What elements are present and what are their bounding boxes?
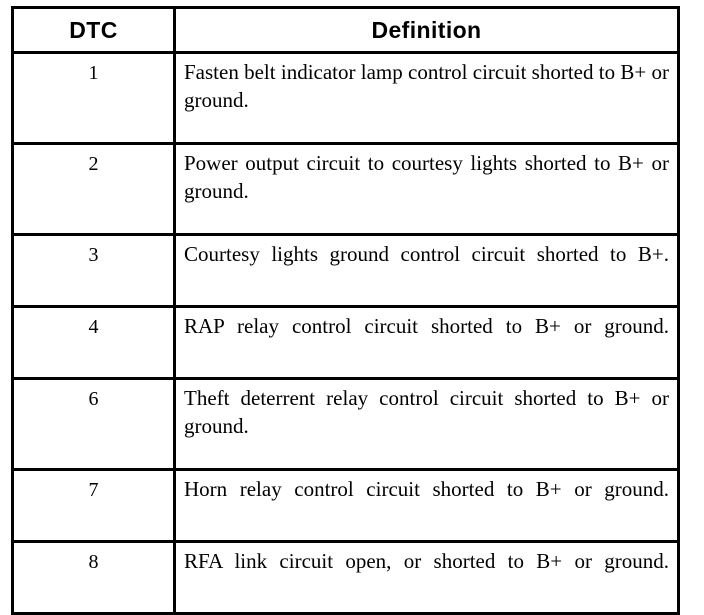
dtc-definition-text: Horn relay control circuit shorted to B+… — [184, 477, 669, 501]
cell-dtc-definition: Horn relay control circuit shorted to B+… — [173, 468, 680, 543]
table-row: 4 RAP relay control circuit shorted to B… — [11, 305, 680, 380]
table-row: 6 Theft deterrent relay control circuit … — [11, 377, 680, 471]
cell-dtc-definition: Power output circuit to courtesy lights … — [173, 142, 680, 236]
cell-dtc-definition: Courtesy lights ground control circuit s… — [173, 233, 680, 308]
cell-dtc-code: 8 — [11, 540, 176, 615]
table-row: 1 Fasten belt indicator lamp control cir… — [11, 51, 680, 145]
dtc-code-value: 8 — [88, 551, 99, 573]
cell-dtc-definition: RFA link circuit open, or shorted to B+ … — [173, 540, 680, 615]
cell-dtc-code: 3 — [11, 233, 176, 308]
dtc-code-value: 2 — [88, 153, 99, 175]
cell-dtc-code: 6 — [11, 377, 176, 471]
table-row: 3 Courtesy lights ground control circuit… — [11, 233, 680, 308]
column-header-dtc: DTC — [11, 6, 176, 54]
table-header: DTC Definition — [11, 6, 680, 54]
column-header-definition: Definition — [173, 6, 680, 54]
dtc-code-value: 7 — [88, 479, 99, 501]
cell-dtc-code: 4 — [11, 305, 176, 380]
dtc-definition-text: RFA link circuit open, or shorted to B+ … — [184, 549, 669, 573]
table-row: 7 Horn relay control circuit shorted to … — [11, 468, 680, 543]
dtc-definition-text: Fasten belt indicator lamp control circu… — [184, 60, 669, 112]
dtc-definition-text: Theft deterrent relay control circuit sh… — [184, 386, 669, 438]
cell-dtc-code: 7 — [11, 468, 176, 543]
dtc-code-value: 3 — [88, 244, 99, 266]
table-body: 1 Fasten belt indicator lamp control cir… — [11, 51, 680, 615]
table-row: 8 RFA link circuit open, or shorted to B… — [11, 540, 680, 615]
dtc-code-value: 4 — [88, 316, 99, 338]
cell-dtc-definition: Fasten belt indicator lamp control circu… — [173, 51, 680, 145]
table-header-row: DTC Definition — [11, 6, 680, 54]
cell-dtc-code: 2 — [11, 142, 176, 236]
dtc-code-value: 1 — [88, 62, 99, 84]
document-page: DTC Definition 1 Fasten belt indicator l… — [11, 6, 680, 615]
cell-dtc-definition: RAP relay control circuit shorted to B+ … — [173, 305, 680, 380]
dtc-definition-text: Power output circuit to courtesy lights … — [184, 151, 669, 203]
table-row: 2 Power output circuit to courtesy light… — [11, 142, 680, 236]
dtc-definition-text: RAP relay control circuit shorted to B+ … — [184, 314, 669, 338]
cell-dtc-code: 1 — [11, 51, 176, 145]
dtc-code-value: 6 — [88, 388, 99, 410]
dtc-definition-text: Courtesy lights ground control circuit s… — [184, 242, 669, 266]
cell-dtc-definition: Theft deterrent relay control circuit sh… — [173, 377, 680, 471]
dtc-definition-table: DTC Definition 1 Fasten belt indicator l… — [11, 6, 680, 615]
